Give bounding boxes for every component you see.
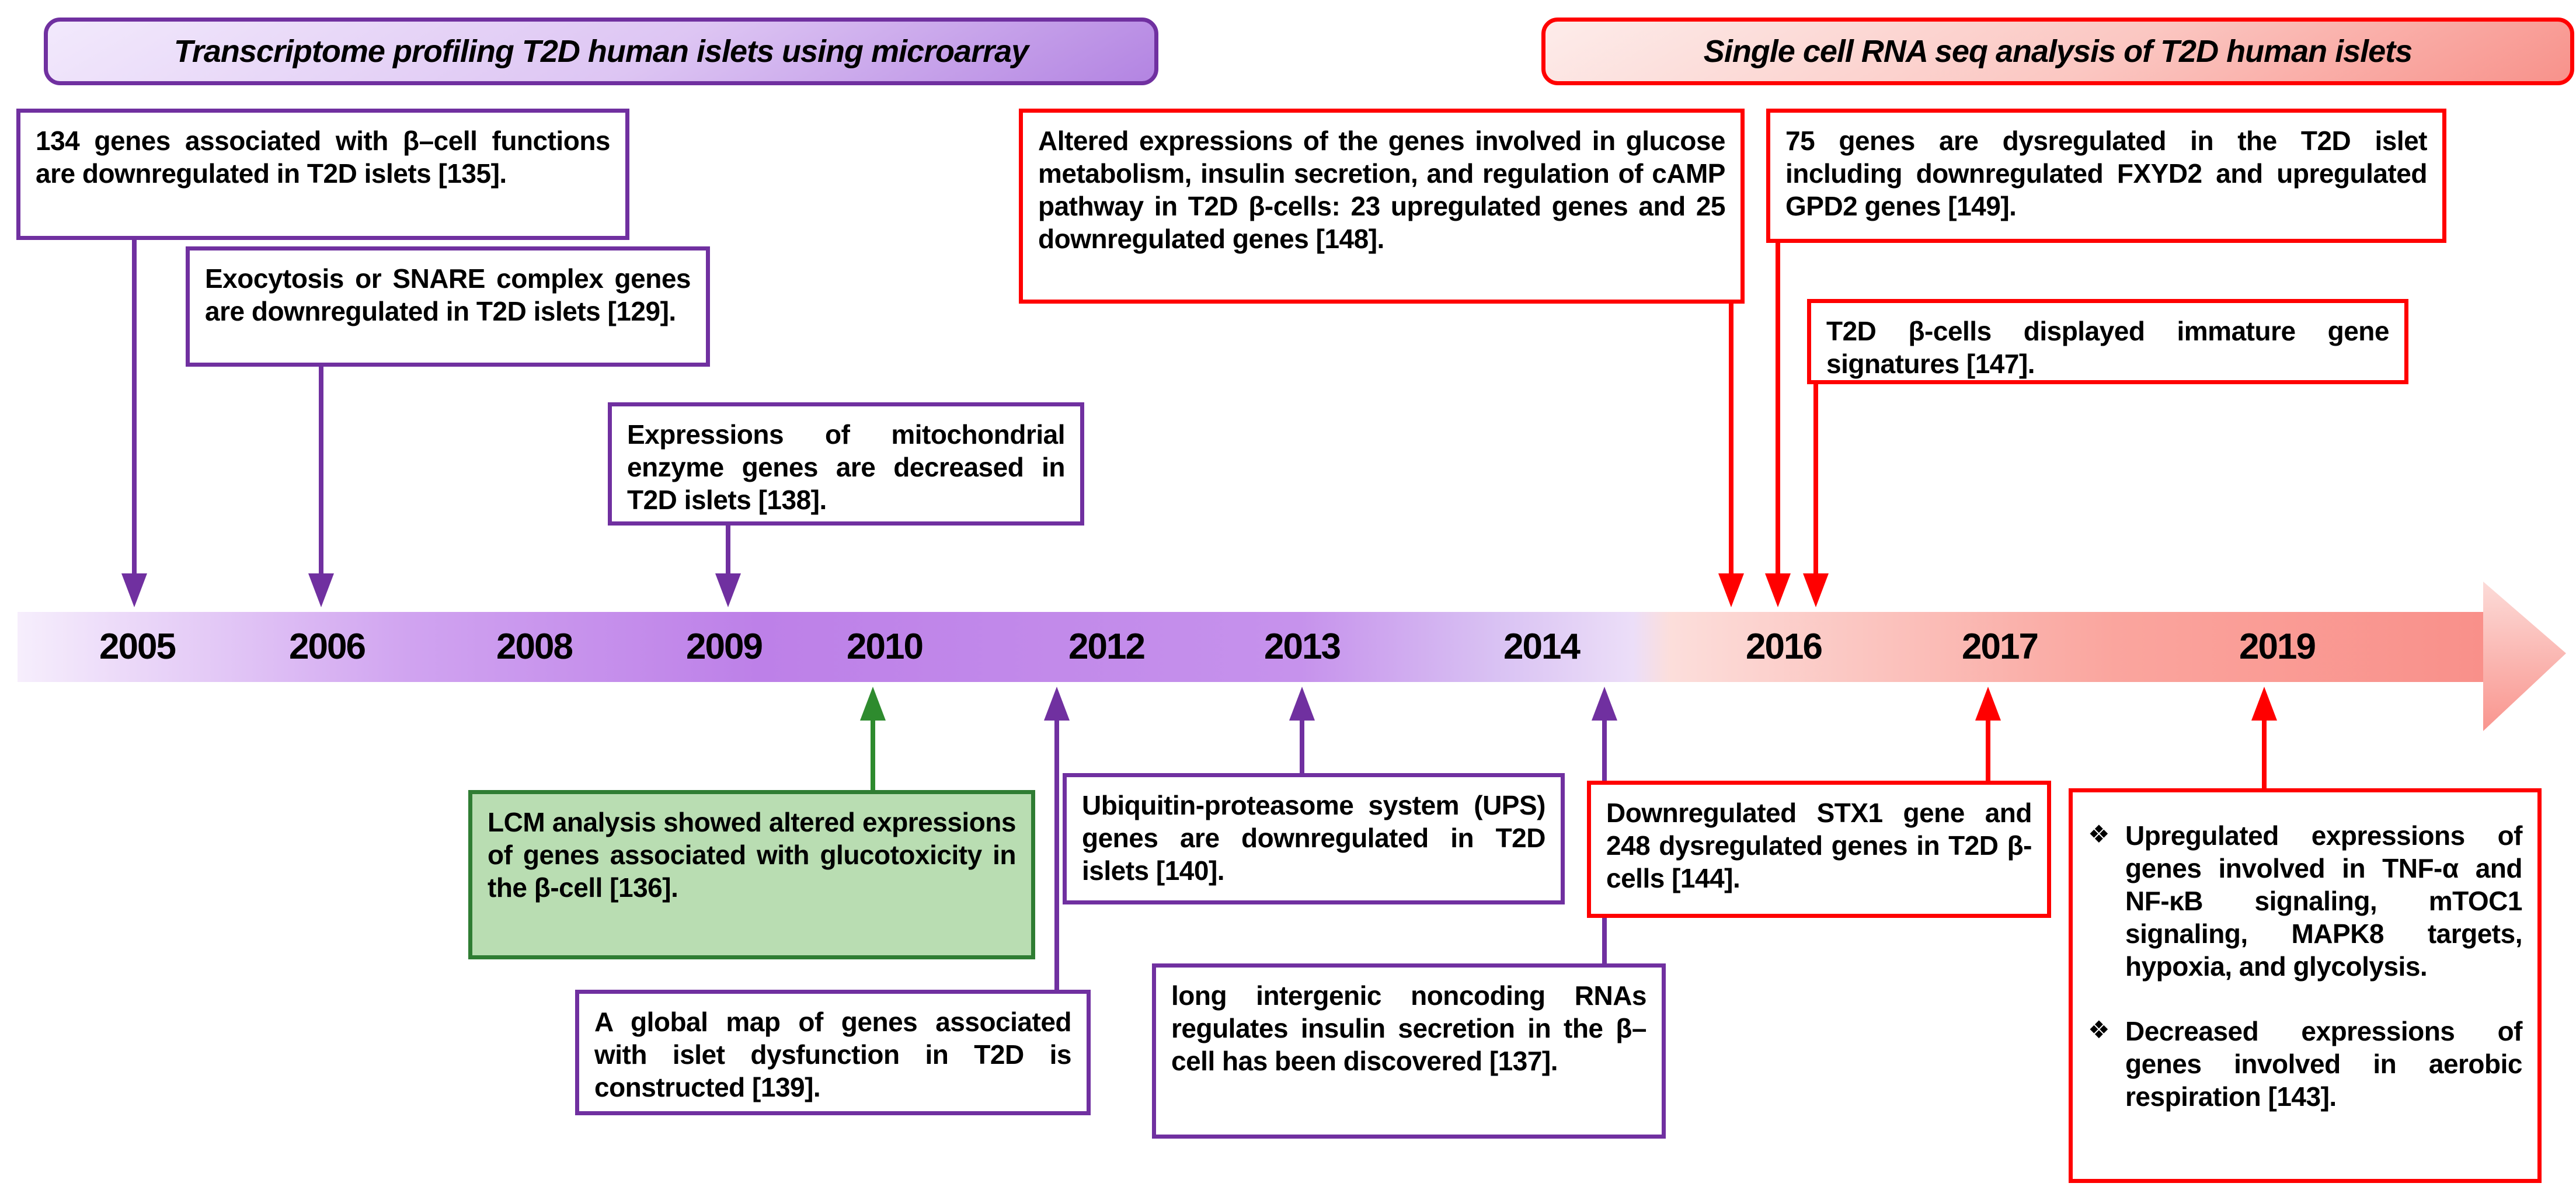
header-scrnaseq-label: Single cell RNA seq analysis of T2D huma… <box>1703 34 2413 69</box>
arrow-2016-left-icon <box>1718 304 1744 607</box>
arrow-2005-icon <box>121 240 147 607</box>
arrow-2010-icon <box>860 687 886 790</box>
note-149: 75 genes are dysregulated in the T2D isl… <box>1766 109 2446 243</box>
note-136-lcm: LCM analysis showed altered expressions … <box>468 790 1035 959</box>
year-2008: 2008 <box>496 627 573 667</box>
arrow-2016-mid-icon <box>1765 243 1791 607</box>
note-139: A global map of genes associated with is… <box>575 990 1091 1115</box>
year-2017: 2017 <box>1962 627 2039 667</box>
note-143-item-2-text: Decreased expressions of genes involved … <box>2125 1015 2523 1112</box>
arrow-2016-right-icon <box>1803 384 1829 607</box>
header-microarray: Transcriptome profiling T2D human islets… <box>44 18 1158 85</box>
header-microarray-label: Transcriptome profiling T2D human islets… <box>173 34 1029 69</box>
year-2016: 2016 <box>1746 627 1823 667</box>
note-135: 134 genes associated with β–cell functio… <box>16 109 629 240</box>
note-137: long intergenic noncoding RNAs regulates… <box>1152 963 1666 1139</box>
arrow-2009-icon <box>715 526 741 607</box>
note-143-item-1-text: Upregulated expressions of genes involve… <box>2125 820 2523 982</box>
note-143-item-1: ❖ Upregulated expressions of genes invol… <box>2088 819 2523 983</box>
year-2005: 2005 <box>99 627 176 667</box>
arrow-2013-icon <box>1289 687 1315 773</box>
diamond-bullet-icon: ❖ <box>2088 820 2110 848</box>
note-138: Expressions of mitochondrial enzyme gene… <box>608 402 1084 526</box>
year-2006: 2006 <box>289 627 366 667</box>
arrow-2012-icon <box>1044 687 1070 990</box>
note-148: Altered expressions of the genes involve… <box>1019 109 1745 304</box>
year-2013: 2013 <box>1264 627 1341 667</box>
year-2009: 2009 <box>686 627 763 667</box>
note-140: Ubiquitin-proteasome system (UPS) genes … <box>1063 773 1565 904</box>
timeline-arrowhead-icon <box>2483 582 2566 731</box>
note-129: Exocytosis or SNARE complex genes are do… <box>186 246 710 367</box>
arrow-2019-icon <box>2251 687 2277 788</box>
arrow-2017-icon <box>1975 687 2001 781</box>
year-2010: 2010 <box>847 627 924 667</box>
arrow-2006-icon <box>308 367 334 607</box>
header-scrnaseq: Single cell RNA seq analysis of T2D huma… <box>1541 18 2574 85</box>
diamond-bullet-icon: ❖ <box>2088 1015 2110 1043</box>
year-2012: 2012 <box>1068 627 1146 667</box>
note-144: Downregulated STX1 gene and 248 dysregul… <box>1587 781 2051 918</box>
year-2014: 2014 <box>1503 627 1581 667</box>
timeline-bar <box>18 612 2484 682</box>
note-147: T2D β-cells displayed immature gene sign… <box>1807 299 2408 384</box>
note-143-item-2: ❖ Decreased expressions of genes involve… <box>2088 1015 2523 1113</box>
note-143: ❖ Upregulated expressions of genes invol… <box>2069 788 2542 1183</box>
year-2019: 2019 <box>2239 627 2316 667</box>
